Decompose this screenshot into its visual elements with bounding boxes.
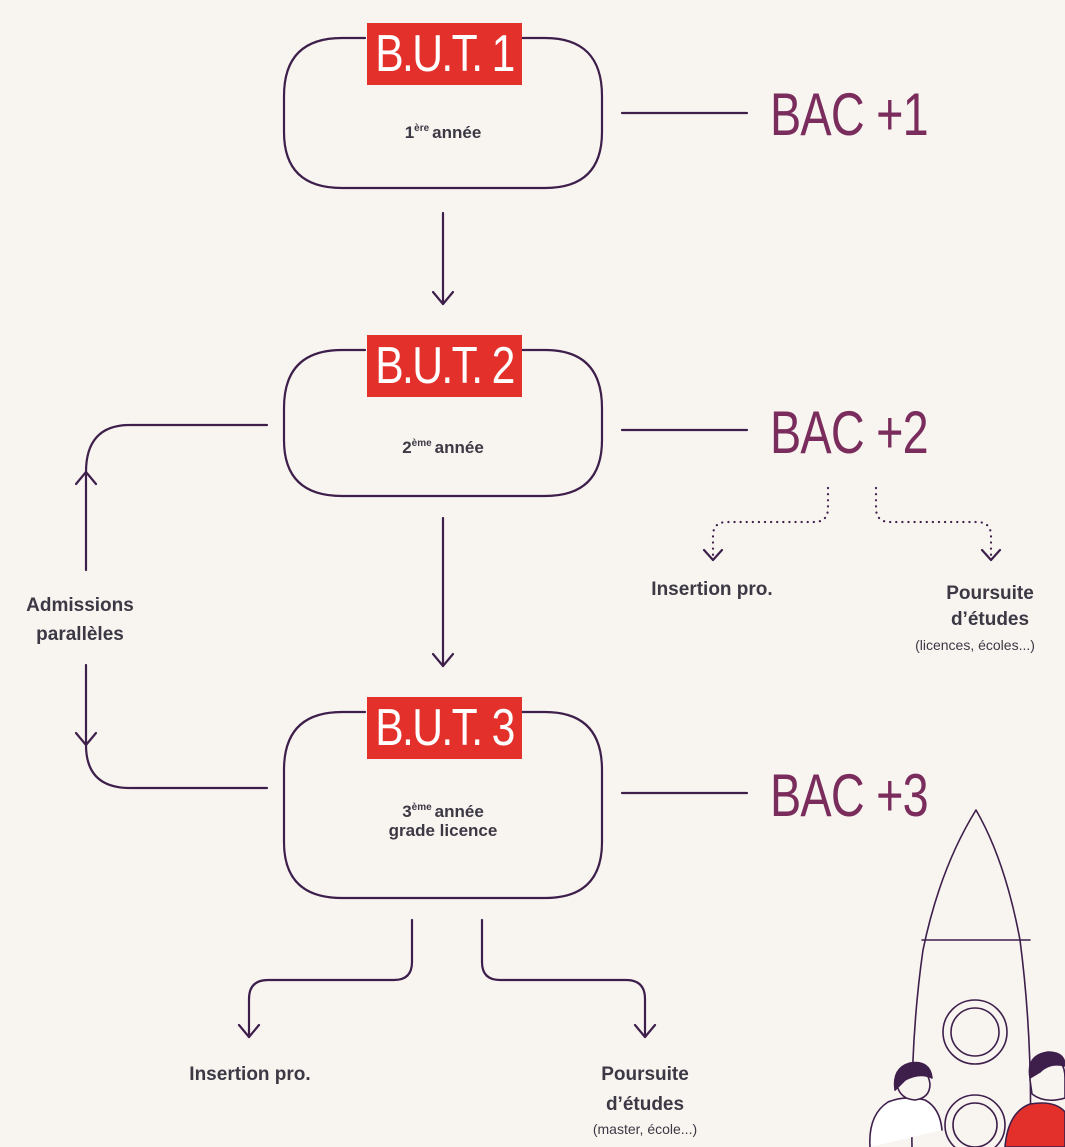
stage-1-year-suffix: ère: [414, 123, 430, 134]
bac1-label: BAC +1: [770, 81, 929, 148]
stage-3-year-number: 3: [402, 802, 412, 821]
bac3-poursuite-line2: d’études: [605, 1094, 685, 1115]
stage-2-year-suffix: ème: [411, 438, 432, 449]
rocket-illustration: [869, 809, 1065, 1147]
stage-1-year-number: 1: [404, 123, 415, 142]
bac3-poursuite-detail: (master, école...): [592, 1121, 698, 1137]
admissions-loop-top: [84, 423, 269, 572]
admissions-label-line1: Admissions: [26, 595, 134, 616]
person-left: [869, 1097, 943, 1147]
bac3-label: BAC +3: [770, 762, 929, 829]
person-left-hair: [893, 1061, 933, 1091]
stage-3-year-text: année: [434, 802, 484, 821]
bac3-insertion-label: Insertion pro.: [189, 1064, 311, 1085]
arrow-2-to-3-head: [431, 652, 455, 668]
stage-2-year-number: 2: [402, 438, 412, 457]
stage-3-badge: B.U.T. 3: [367, 697, 522, 759]
stage-1-box: [282, 36, 604, 190]
rocket-body: [910, 809, 1032, 1147]
bac2-label: BAC +2: [770, 399, 929, 466]
stage-1-badge: B.U.T. 1: [367, 23, 522, 85]
arrow-1-to-2-head: [431, 290, 455, 306]
bac2-poursuite-line2: d’études: [950, 609, 1030, 630]
stage-3-box: [282, 710, 604, 900]
stage-2-year-text: année: [434, 438, 484, 457]
stage-2-box: [282, 348, 604, 498]
branch-poursuite-head: [633, 1023, 657, 1039]
branch-poursuite: [480, 918, 647, 1039]
stage-2-badge: B.U.T. 2: [367, 335, 522, 397]
admissions-label-line2: parallèles: [36, 624, 124, 645]
rocket-window-top-inner: [950, 1007, 1000, 1057]
bac2-poursuite-line1: Poursuite: [946, 583, 1034, 604]
bac2-branch-left-head: [702, 548, 724, 562]
bac2-branch-right: [874, 486, 993, 558]
branch-insertion: [247, 918, 414, 1039]
admissions-loop-bottom: [84, 663, 269, 790]
branch-insertion-head: [237, 1023, 261, 1039]
person-right-hair: [1028, 1051, 1065, 1079]
admissions-up-arrowhead: [74, 470, 98, 486]
stage-1-year-text: année: [432, 123, 482, 142]
bac3-poursuite-line1: Poursuite: [601, 1064, 689, 1085]
bac2-branch-right-head: [980, 548, 1002, 562]
bac2-poursuite-detail: (licences, écoles...): [915, 637, 1035, 653]
bac2-branch-left: [711, 486, 830, 558]
rocket-window-bottom: [944, 1094, 1006, 1147]
rocket-window-top: [942, 999, 1008, 1065]
stage-3-year-suffix: ème: [411, 802, 432, 813]
person-right-shirt: [1004, 1102, 1065, 1147]
bac2-insertion-label: Insertion pro.: [651, 579, 773, 600]
rocket-window-bottom-inner: [952, 1102, 998, 1147]
admissions-down-arrowhead: [74, 731, 98, 747]
stage-3-grade-label: grade licence: [388, 821, 498, 840]
